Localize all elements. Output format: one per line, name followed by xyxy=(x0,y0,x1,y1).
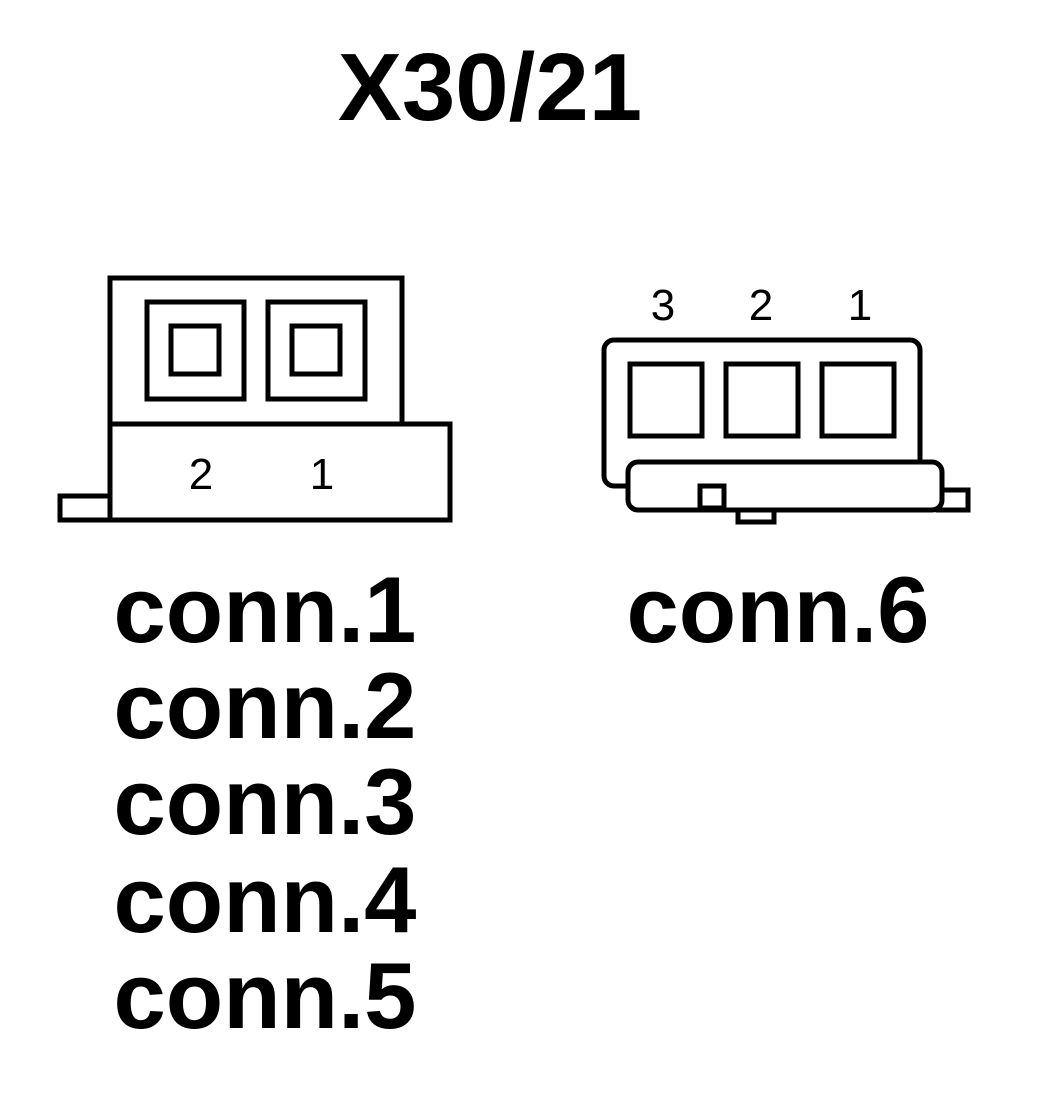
right-connector-drawing xyxy=(601,337,971,525)
right-pin-socket-1 xyxy=(819,361,897,439)
diagram-title: X30/21 xyxy=(338,34,642,141)
right-connector-name-6: conn.6 xyxy=(627,557,930,662)
left-pin-label-2: 2 xyxy=(189,450,213,499)
right-pin-label-1: 1 xyxy=(848,281,872,330)
right-pin-label-3: 3 xyxy=(651,281,675,330)
left-connector-name-3: conn.3 xyxy=(114,749,417,854)
left-connector-name-4: conn.4 xyxy=(114,847,417,952)
left-connector-name-1: conn.1 xyxy=(114,557,417,662)
right-connector-lower-bar xyxy=(625,459,945,513)
left-connector-drawing xyxy=(57,275,453,523)
left-connector-base xyxy=(107,421,453,523)
left-pin-socket-inner-1 xyxy=(289,323,343,377)
right-pin-socket-2 xyxy=(723,361,801,439)
left-connector-tab xyxy=(57,493,115,523)
right-pin-label-2: 2 xyxy=(749,281,773,330)
right-pin-socket-3 xyxy=(627,361,705,439)
right-connector-key xyxy=(697,483,727,511)
left-pin-label-1: 1 xyxy=(310,450,334,499)
left-connector-name-2: conn.2 xyxy=(114,653,417,758)
left-connector-name-5: conn.5 xyxy=(114,943,417,1048)
left-pin-socket-inner-2 xyxy=(168,323,222,377)
